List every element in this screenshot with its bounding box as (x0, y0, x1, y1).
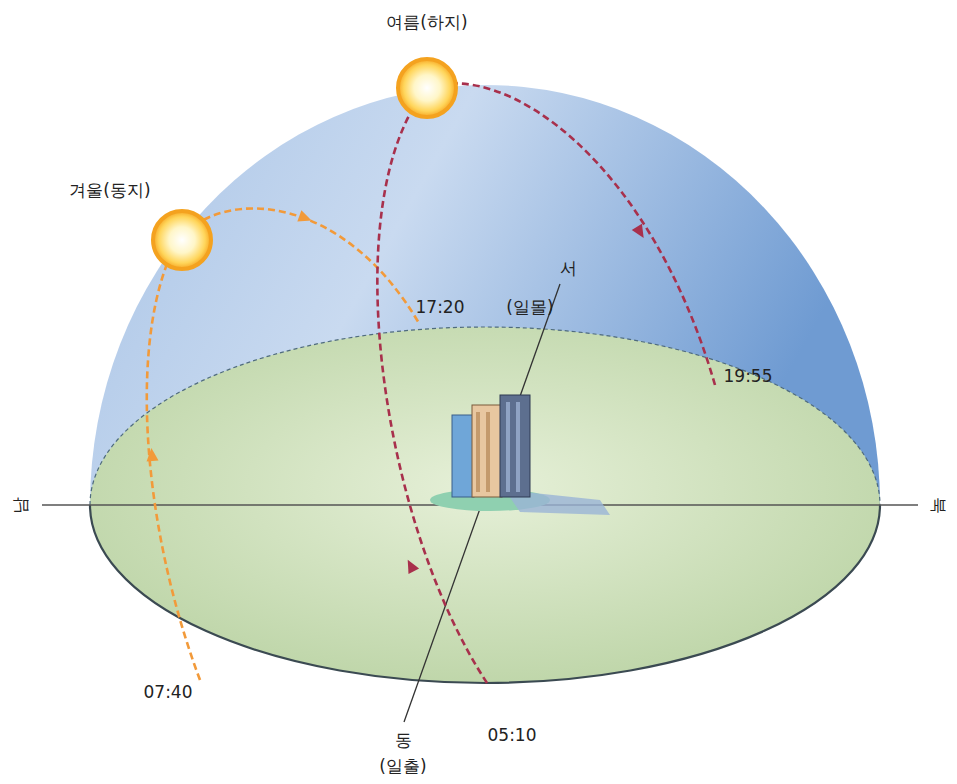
building (430, 395, 610, 515)
direction-label: 동 (395, 731, 412, 750)
winter-sun-path (147, 208, 420, 680)
time-label: 05:10 (488, 726, 537, 745)
summer-sun-path (377, 83, 715, 683)
season-label: 여름(하지) (386, 13, 467, 32)
event-label: (일몰) (506, 298, 553, 317)
direction-label: 북 (929, 497, 948, 514)
event-label: (일출) (379, 757, 426, 776)
winter-arrow (297, 210, 313, 226)
direction-label: 서 (560, 259, 577, 278)
summer-arrow (402, 557, 419, 574)
time-label: 17:20 (416, 298, 465, 317)
winter-arrow (145, 448, 158, 462)
summer-sun (398, 59, 456, 117)
season-label: 겨울(동지) (69, 181, 150, 200)
time-label: 19:55 (724, 367, 773, 386)
horizon-back (90, 327, 880, 505)
time-label: 07:40 (144, 683, 193, 702)
winter-sun (153, 211, 211, 269)
direction-label: 남 (11, 497, 30, 514)
horizon-front (90, 505, 880, 683)
summer-arrow (632, 224, 649, 241)
